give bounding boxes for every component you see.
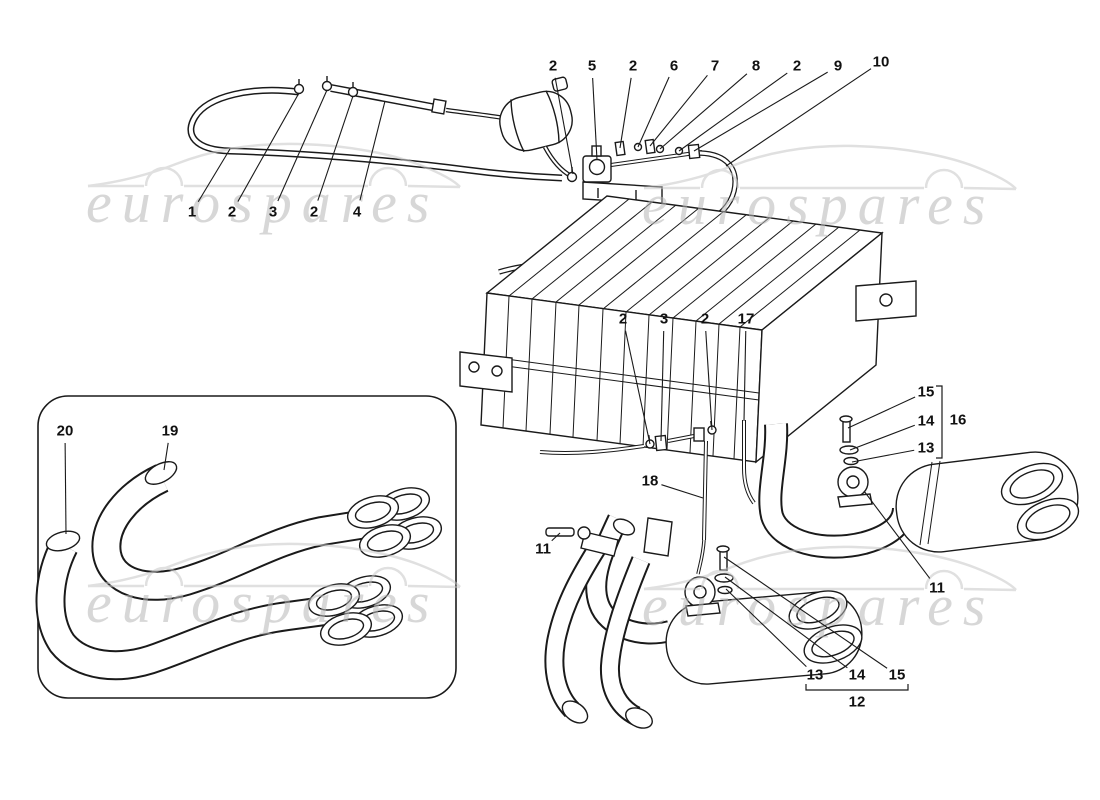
part-callout-2-16[interactable]: 2 [700, 310, 710, 328]
watermark-top-right: eurospares [642, 144, 1018, 237]
hose-clamp [347, 82, 359, 98]
part-callout-2-14[interactable]: 2 [618, 310, 628, 328]
header-pipe-19 [91, 461, 443, 601]
part-callout-2-1[interactable]: 2 [227, 203, 237, 221]
watermark-text: eurospares [642, 172, 995, 237]
flange-plate [580, 531, 619, 557]
vacuum-hose-assembly [187, 76, 573, 182]
part-callout-13-27[interactable]: 13 [806, 666, 824, 684]
part-callout-2-7[interactable]: 2 [628, 57, 638, 75]
part-callout-3-15[interactable]: 3 [659, 310, 669, 328]
watermark-text: eurospares [86, 570, 439, 635]
part-callout-7-9[interactable]: 7 [710, 57, 720, 75]
part-callout-14-21[interactable]: 14 [917, 412, 935, 430]
fitting [614, 140, 626, 157]
part-callout-19-19[interactable]: 19 [161, 422, 179, 440]
exhaust-manifold-headers-inset [35, 395, 457, 699]
pipe-connector [431, 98, 447, 115]
part-callout-5-6[interactable]: 5 [587, 57, 597, 75]
fitting [687, 143, 701, 160]
mounting-bracket-left [459, 351, 513, 393]
part-callout-18-25[interactable]: 18 [641, 472, 659, 490]
part-callout-1-0[interactable]: 1 [187, 203, 197, 221]
fitting [644, 138, 656, 155]
part-callout-20-18[interactable]: 20 [56, 422, 74, 440]
part-callout-17-17[interactable]: 17 [737, 310, 755, 328]
support-bracket [643, 517, 673, 557]
fitting [693, 427, 705, 442]
hose-clamp [655, 144, 665, 154]
hose-clamp [321, 76, 333, 92]
part-callout-16-23[interactable]: 16 [949, 411, 967, 429]
hanger-bolt [545, 526, 591, 540]
silencer-box [459, 195, 917, 464]
part-callout-12-30[interactable]: 12 [848, 693, 866, 711]
part-callout-3-2[interactable]: 3 [268, 203, 278, 221]
part-callout-8-10[interactable]: 8 [751, 57, 761, 75]
tee-fitting [654, 434, 668, 452]
vacuum-canister [499, 76, 573, 153]
hose-clamp [293, 79, 305, 95]
inset-box-frame [37, 395, 457, 699]
part-callout-2-5[interactable]: 2 [548, 57, 558, 75]
mounting-bracket-right [855, 280, 917, 322]
watermark-bottom-left: eurospares [86, 542, 462, 635]
hose-clamp [633, 142, 643, 152]
watermark-text: eurospares [86, 170, 439, 235]
part-callout-2-11[interactable]: 2 [792, 57, 802, 75]
part-callout-4-4[interactable]: 4 [352, 203, 362, 221]
right-muffler-assembly [758, 415, 1080, 559]
pipe-clamp [612, 518, 636, 536]
rubber-mount-hardware-right [837, 415, 873, 508]
part-callout-10-13[interactable]: 10 [872, 53, 890, 71]
part-callout-11-24[interactable]: 11 [929, 579, 945, 597]
header-down-pipes [544, 536, 653, 729]
header-pipe-20 [35, 530, 404, 681]
hose-clamp [674, 146, 684, 156]
part-callout-15-29[interactable]: 15 [888, 666, 906, 684]
part-callout-11-26[interactable]: 11 [535, 540, 551, 558]
part-callout-2-3[interactable]: 2 [309, 203, 319, 221]
part-callout-9-12[interactable]: 9 [833, 57, 843, 75]
part-callout-6-8[interactable]: 6 [669, 57, 679, 75]
part-callout-15-20[interactable]: 15 [917, 383, 935, 401]
part-callout-13-22[interactable]: 13 [917, 439, 935, 457]
hose-clamp [566, 167, 578, 183]
part-callout-14-28[interactable]: 14 [848, 666, 866, 684]
watermark-top-left: eurospares [86, 142, 462, 235]
watermark-bottom-right: eurospares [642, 545, 1018, 638]
